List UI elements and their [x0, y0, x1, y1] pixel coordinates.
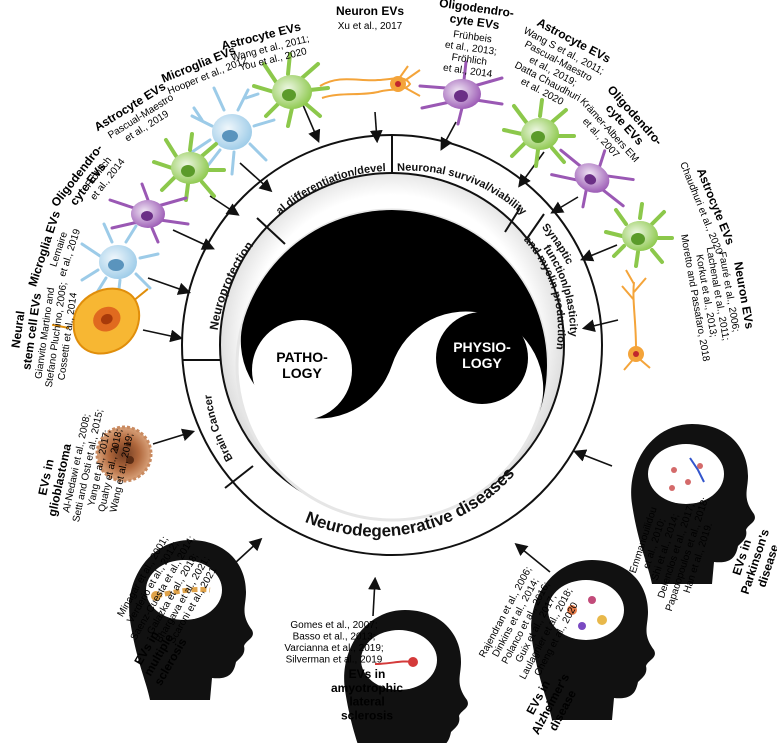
head-silhouette-icon-pd: [631, 424, 755, 584]
label-oligo-top-ref: Frühbeiset al., 2013;Fröhlichet al., 201…: [441, 28, 499, 80]
physiology-circle: [436, 312, 528, 404]
neural-stem-cell-icon: [51, 287, 149, 355]
label-neuron-right-ref: Fauré et al., 2006;Lachenal et al., 2011…: [678, 227, 745, 362]
physiology-label: PHYSIO-LOGY: [453, 339, 511, 371]
oligodendrocyte-icon-top: [418, 60, 504, 126]
label-oligo-right: Oligodendro-cyte EVs Krämer-Albers EMet …: [577, 83, 665, 165]
head-silhouette-icon-als: [344, 610, 468, 743]
tumor-icon: [95, 425, 153, 483]
label-als-ref: Gomes et al., 2007;Basso et al., 2013;Va…: [284, 620, 383, 666]
label-astro-right1: Astrocyte EVs Wang S et al., 2011;Pascua…: [513, 15, 614, 108]
astrocyte-icon-right2: [604, 202, 674, 268]
astrocyte-icon-top: [252, 52, 330, 128]
label-gbm-ref: Al-Nedawi et al., 2008;Setti and Osti et…: [60, 406, 140, 530]
head-silhouette-icon-ad: [531, 560, 655, 720]
microglia-icon-top: [190, 86, 276, 176]
label-oligo-top-title: Oligodendro-cyte EVs: [436, 0, 514, 34]
label-nsc: Neuralstem cell EVs Gianvito Martino and…: [9, 282, 80, 389]
neuron-icon-right: [621, 269, 651, 371]
pathology-circle: [252, 320, 352, 420]
oligodendrocyte-icon-right: [550, 148, 635, 209]
neuron-icon-top: [319, 65, 421, 99]
label-gbm: EVs inglioblastoma Al-Nedawi et al., 200…: [35, 406, 140, 530]
microglia-icon-left: [80, 222, 160, 300]
label-oligo-top: Oligodendro-cyte EVs Frühbeiset al., 201…: [436, 0, 515, 80]
arrows: [142, 97, 619, 617]
astrocyte-icon-left: [152, 132, 226, 202]
label-pd-title: EVs inParkinson'sdisease: [725, 523, 777, 600]
oligodendrocyte-icon-left: [108, 182, 190, 244]
astrocyte-icon-right1: [502, 98, 576, 168]
label-oligo-left: Oligodendro-cyte EVs Fröhlichet al., 201…: [48, 142, 128, 210]
label-neuron-top: Neuron EVs Xu et al., 2017: [336, 4, 404, 32]
head-silhouette-icon-ms: [129, 540, 253, 700]
pathology-label: PATHO-LOGY: [276, 349, 328, 381]
label-neuron-top-ref: Xu et al., 2017: [338, 21, 403, 32]
label-micro-left: Microglia EVs Lemaireet al., 2019: [25, 209, 83, 288]
yin-yang: PATHO-LOGY PHYSIO-LOGY: [235, 208, 549, 522]
label-neuron-top-title: Neuron EVs: [336, 4, 404, 18]
